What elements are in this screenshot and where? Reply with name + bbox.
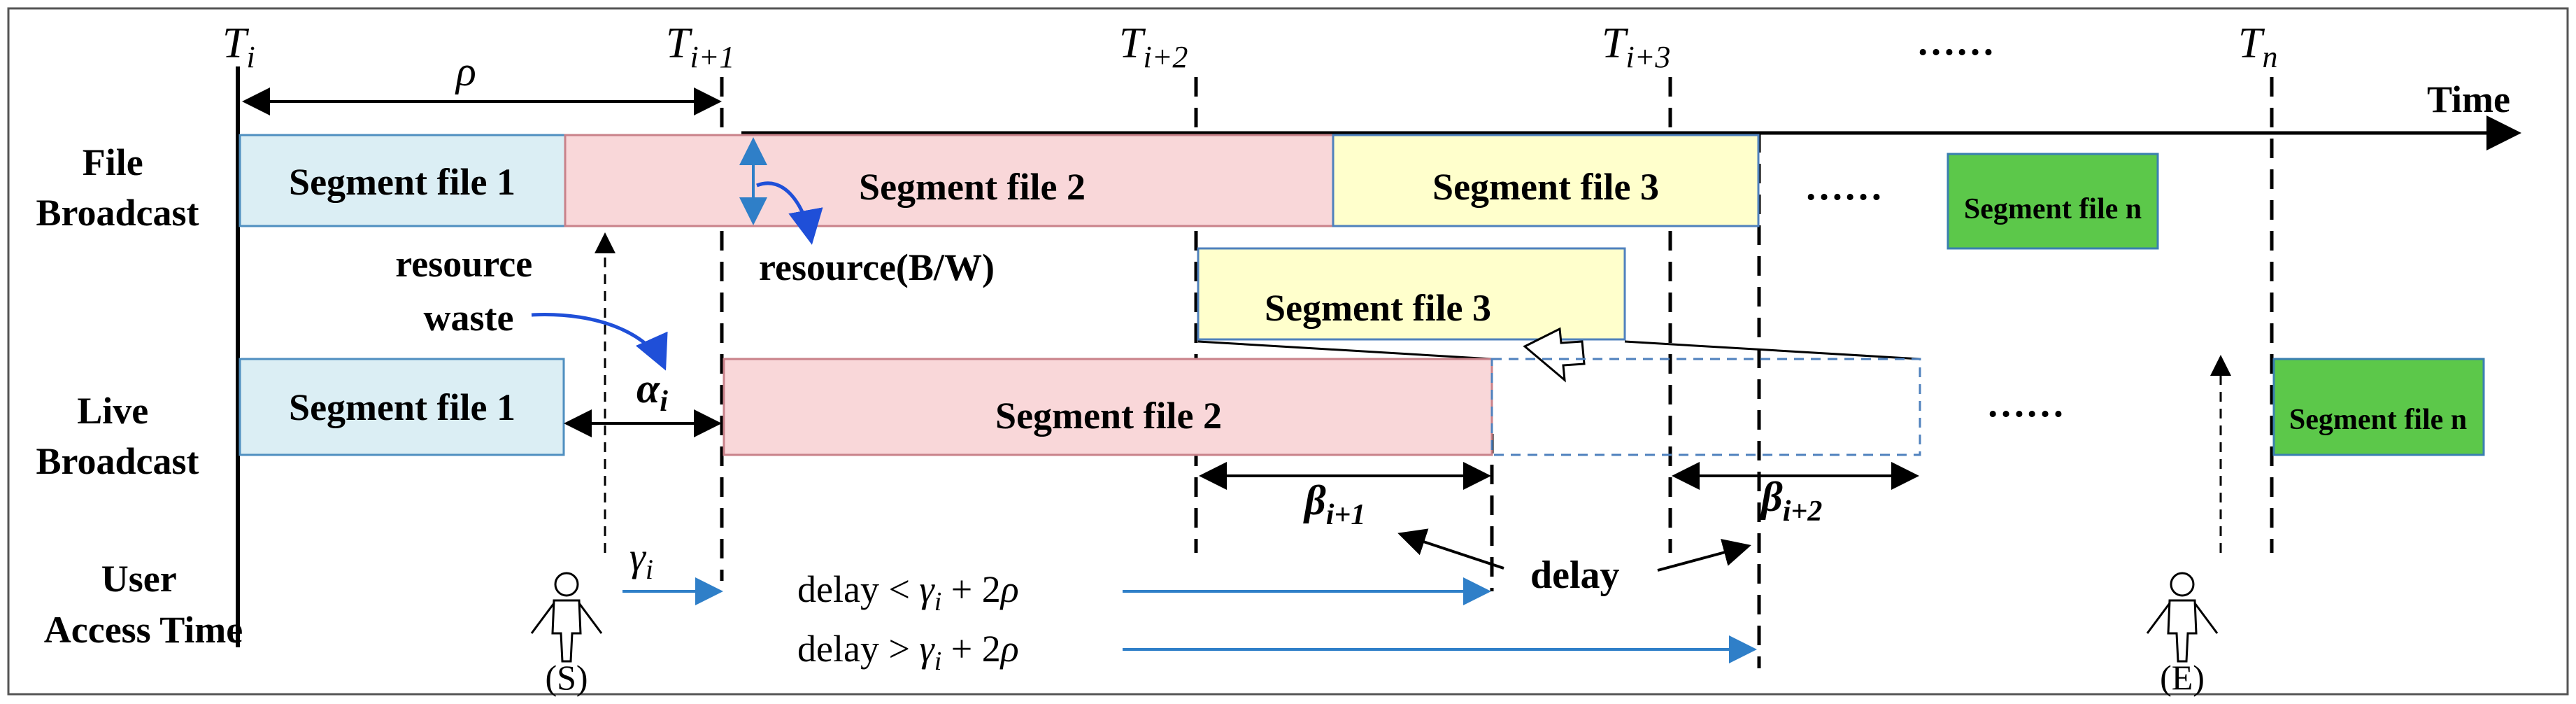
lb-segment-1 xyxy=(239,358,565,456)
fb-segment-3 xyxy=(1332,134,1760,227)
fb-ellipsis: …… xyxy=(1805,165,1883,209)
t-i1-label: Ti+1 xyxy=(666,20,734,74)
delay-pointer-right xyxy=(1657,539,1751,572)
user-start-icon xyxy=(530,572,603,663)
lb-segment-n-label: Segment file n xyxy=(2289,404,2467,436)
user-end-label: (E) xyxy=(2160,658,2205,697)
rho-label: ρ xyxy=(455,48,476,94)
beta2-label: βi+2 xyxy=(1760,474,1822,528)
delay-gt-label: delay > γi + 2ρ xyxy=(797,628,1019,676)
projection-line-1 xyxy=(1197,340,1493,360)
float-segment-3 xyxy=(1197,247,1626,341)
delay-pointer-left xyxy=(1397,528,1504,570)
move-arrow-icon xyxy=(1523,327,1586,383)
t-n-label: Tn xyxy=(2238,20,2277,74)
resource-bw-label: resource(B/W) xyxy=(759,246,995,288)
fb-segment-2 xyxy=(564,134,1335,227)
gamma-label: γi xyxy=(629,534,653,585)
row-label-user-access: User Access Time xyxy=(44,558,243,651)
fb-segment-2-label: Segment file 2 xyxy=(859,166,1086,208)
fb-segment-1 xyxy=(239,134,567,227)
lb-segment-2-label: Segment file 2 xyxy=(995,395,1222,437)
lb-ellipsis: …… xyxy=(1986,382,2065,425)
resource-waste-label: resource waste xyxy=(395,243,541,339)
resource-waste-pointer xyxy=(531,313,668,371)
delay-label: delay xyxy=(1530,554,1620,597)
row-label-live-broadcast: Live Broadcast xyxy=(36,390,199,482)
t-i2-label: Ti+2 xyxy=(1119,20,1188,74)
user-end-icon xyxy=(2146,572,2219,663)
lb-delay-placeholder xyxy=(1490,358,1921,456)
float-segment-3-label: Segment file 3 xyxy=(1265,287,1491,329)
alpha-label: αi xyxy=(636,365,668,418)
t-i-label: Ti xyxy=(222,20,255,74)
projection-line-2 xyxy=(1624,340,1921,360)
row-label-file-broadcast: File Broadcast xyxy=(36,141,199,234)
figure-frame xyxy=(7,7,2569,696)
t-i3-label: Ti+3 xyxy=(1602,20,1670,74)
bandwidth-pointer xyxy=(756,181,823,245)
lb-segment-2 xyxy=(723,358,1493,456)
fb-segment-1-label: Segment file 1 xyxy=(289,161,515,203)
time-axis-label: Time xyxy=(2427,78,2510,120)
delay-lt-label: delay < γi + 2ρ xyxy=(797,568,1019,617)
lb-segment-1-label: Segment file 1 xyxy=(289,386,515,428)
time-marks-ellipsis: …… xyxy=(1916,20,1995,64)
user-start-label: (S) xyxy=(545,658,588,697)
fb-segment-n-label: Segment file n xyxy=(1964,193,2142,225)
lb-segment-n xyxy=(2272,358,2485,456)
fb-segment-3-label: Segment file 3 xyxy=(1432,166,1659,208)
beta1-label: βi+1 xyxy=(1303,477,1365,531)
fb-segment-n xyxy=(1947,153,2159,250)
